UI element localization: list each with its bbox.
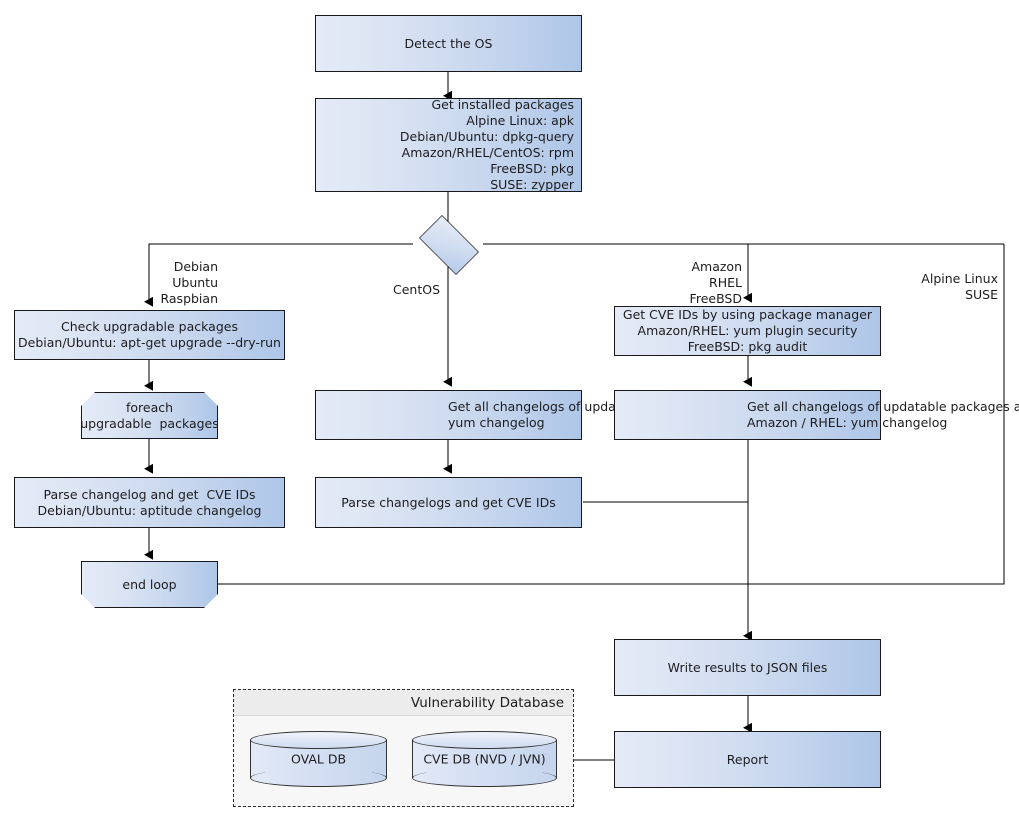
db-cve-label: CVE DB (NVD / JVN) xyxy=(423,751,546,767)
decision-os-type[interactable] xyxy=(412,215,484,275)
db-oval-label: OVAL DB xyxy=(290,751,347,767)
node-foreach-loop-start[interactable]: foreach upgradable packages xyxy=(80,392,219,439)
node-parse-changelogs-centos-label: Parse changelogs and get CVE IDs xyxy=(341,494,556,510)
node-write-results-json[interactable]: Write results to JSON files xyxy=(614,639,881,696)
node-get-cve-ids-package-manager[interactable]: Get CVE IDs by using package manager Ama… xyxy=(614,306,881,356)
db-cve[interactable]: CVE DB (NVD / JVN) xyxy=(412,731,557,787)
group-vulnerability-database-header: Vulnerability Database xyxy=(234,690,573,716)
node-get-cve-ids-package-manager-label: Get CVE IDs by using package manager Ama… xyxy=(622,307,873,354)
node-get-installed-packages-label: Get installed packages Alpine Linux: apk… xyxy=(399,97,574,192)
group-vulnerability-database-title: Vulnerability Database xyxy=(410,694,564,711)
node-get-installed-packages[interactable]: Get installed packages Alpine Linux: apk… xyxy=(315,97,582,192)
node-check-upgradable-packages-label: Check upgradable packages Debian/Ubuntu:… xyxy=(18,319,281,350)
db-oval-bottom-ellipse xyxy=(250,769,387,787)
node-end-loop[interactable]: end loop xyxy=(81,561,218,608)
node-write-results-json-label: Write results to JSON files xyxy=(667,659,828,675)
edge-label-alpine-branch: Alpine Linux SUSE xyxy=(921,271,998,302)
edge-label-amazon-branch: Amazon RHEL FreeBSD xyxy=(689,259,742,306)
node-parse-changelog-debian-label: Parse changelog and get CVE IDs Debian/U… xyxy=(37,486,262,518)
db-cve-top-ellipse xyxy=(412,731,557,749)
node-foreach-loop-start-label: foreach upgradable packages xyxy=(80,399,219,431)
loop-start-shape xyxy=(81,392,218,439)
node-check-upgradable-packages[interactable]: Check upgradable packages Debian/Ubuntu:… xyxy=(14,310,285,360)
edge-label-centos-branch: CentOS xyxy=(392,282,440,297)
node-changelogs-rhel-label: Get all changelogs of updatable packages… xyxy=(747,399,1019,430)
loop-end-shape xyxy=(81,561,218,608)
db-cve-bottom-ellipse xyxy=(412,769,557,787)
node-end-loop-label: end loop xyxy=(122,576,177,592)
node-changelogs-rhel[interactable]: Get all changelogs of updatable packages… xyxy=(614,390,1019,440)
node-report[interactable]: Report xyxy=(614,731,881,788)
node-detect-os-label: Detect the OS xyxy=(404,35,493,51)
node-changelogs-centos-label: Get all changelogs of updatable packages… xyxy=(448,399,761,430)
db-oval-top-ellipse xyxy=(250,731,387,749)
edge-label-debian-branch: Debian Ubuntu Raspbian xyxy=(160,259,218,306)
db-oval[interactable]: OVAL DB xyxy=(250,731,387,787)
node-changelogs-centos[interactable]: Get all changelogs of updatable packages… xyxy=(315,390,761,440)
node-parse-changelog-debian[interactable]: Parse changelog and get CVE IDs Debian/U… xyxy=(14,477,285,528)
node-parse-changelogs-centos[interactable]: Parse changelogs and get CVE IDs xyxy=(315,477,582,528)
node-detect-os[interactable]: Detect the OS xyxy=(315,15,582,72)
node-report-label: Report xyxy=(726,751,769,767)
